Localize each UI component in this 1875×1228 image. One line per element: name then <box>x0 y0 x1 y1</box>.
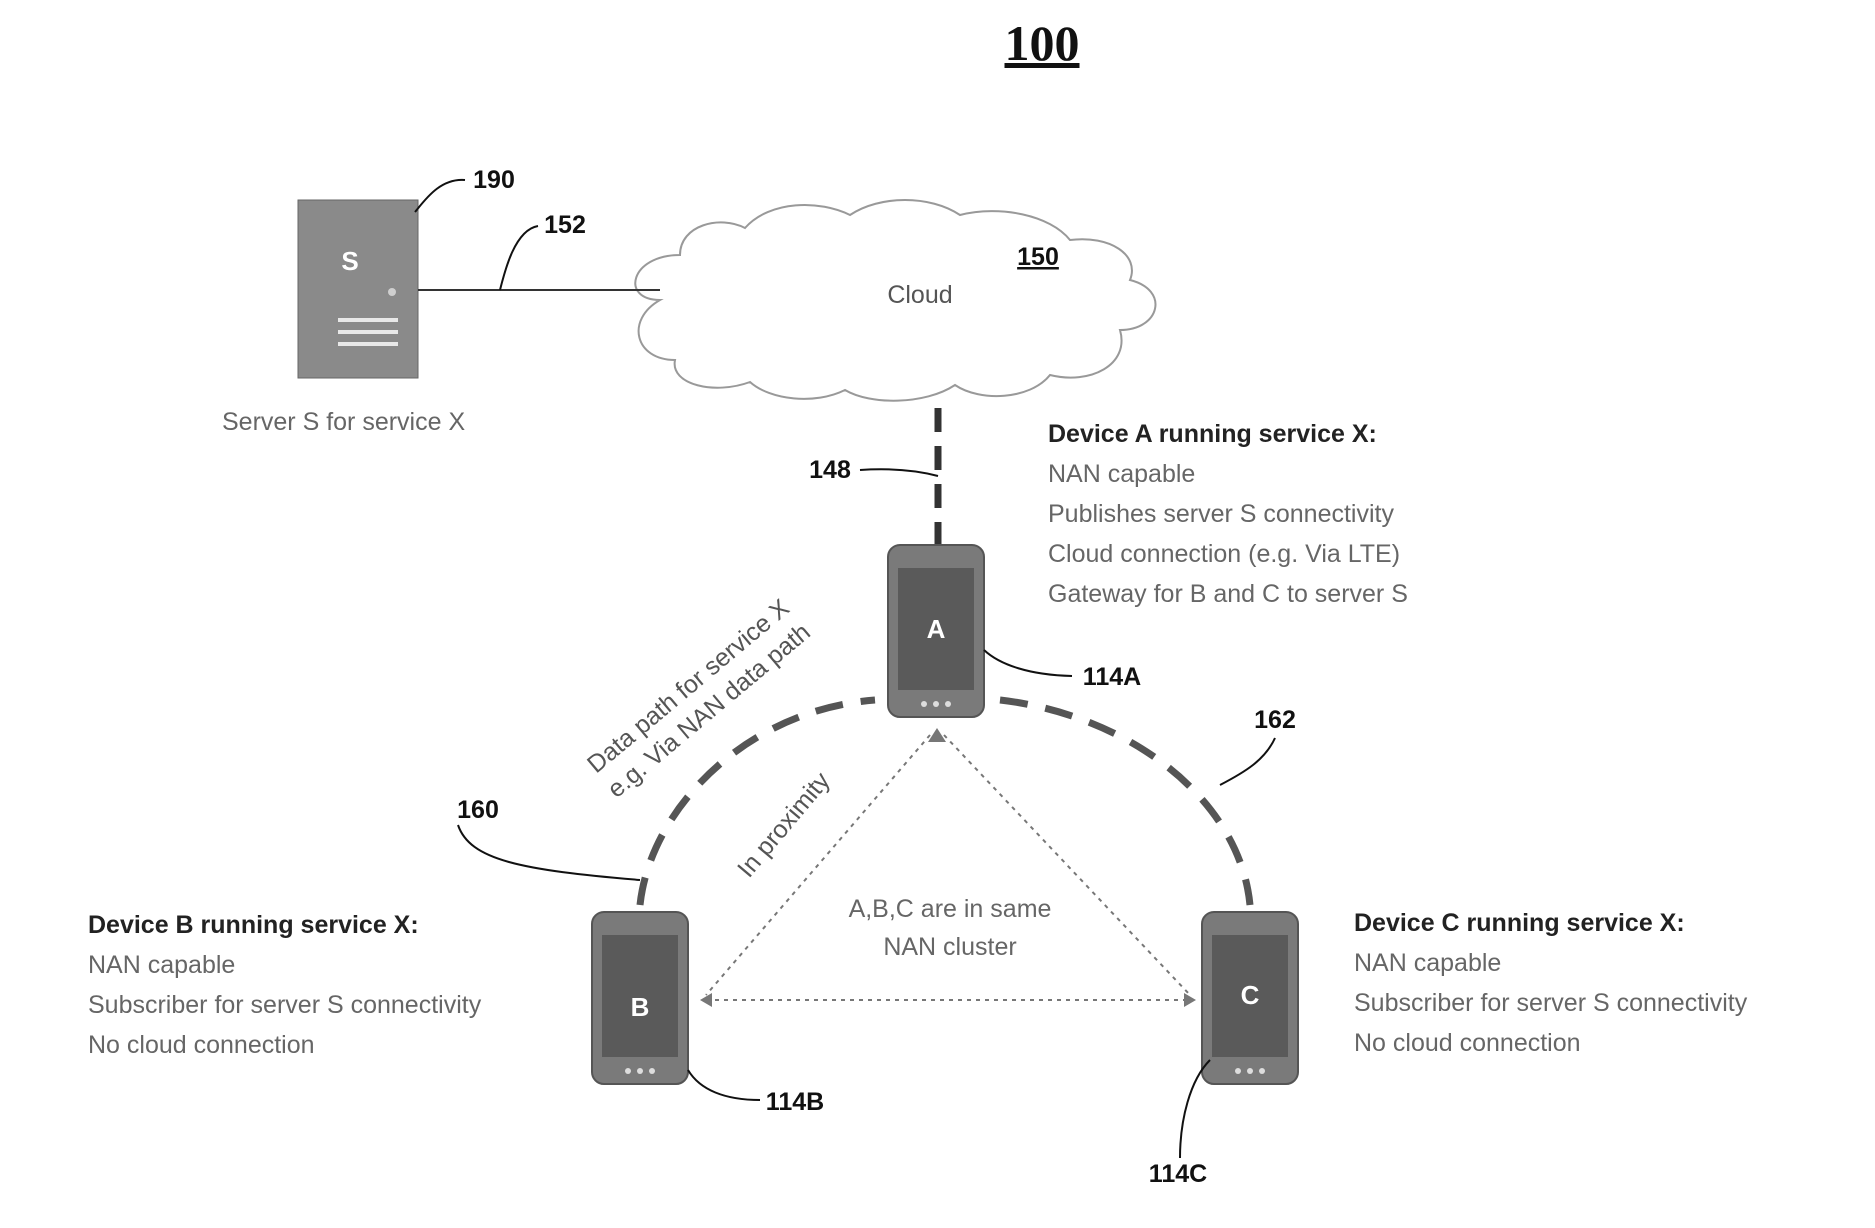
proximity-label-text: In proximity <box>732 767 836 883</box>
device-c-button-2 <box>1247 1068 1253 1074</box>
device-a-line-1: NAN capable <box>1048 460 1195 488</box>
server-ref: 190 <box>473 166 515 194</box>
device-a-line-4: Gateway for B and C to server S <box>1048 580 1408 608</box>
device-b-letter: B <box>631 992 650 1022</box>
data-path-a-c <box>1000 700 1250 905</box>
device-a-title: Device A running service X: <box>1048 420 1377 448</box>
device-b-line-3: No cloud connection <box>88 1031 315 1059</box>
device-a: A 114A <box>888 545 1141 717</box>
cloud-a-ref-leader <box>860 469 938 476</box>
device-b-ref-leader <box>688 1070 760 1100</box>
device-b-ref: 114B <box>766 1088 824 1116</box>
device-c-letter: C <box>1241 980 1260 1010</box>
cluster-label-line-1: A,B,C are in same <box>849 895 1052 923</box>
figure-number: 100 <box>1005 15 1080 71</box>
server-indicator <box>388 288 396 296</box>
device-c-button-3 <box>1259 1068 1265 1074</box>
server: S 190 Server S for service X <box>222 166 515 436</box>
device-c-button-1 <box>1235 1068 1241 1074</box>
device-b-button-1 <box>625 1068 631 1074</box>
device-b-line-2: Subscriber for server S connectivity <box>88 991 482 1019</box>
cloud-label: Cloud <box>887 281 952 309</box>
device-b-description: Device B running service X: NAN capable … <box>88 911 482 1059</box>
device-b-button-2 <box>637 1068 643 1074</box>
device-a-line-2: Publishes server S connectivity <box>1048 500 1394 528</box>
device-c-line-1: NAN capable <box>1354 949 1501 977</box>
server-ref-leader <box>415 180 465 212</box>
server-cloud-ref-leader <box>500 226 538 290</box>
proximity-arrowhead-a <box>928 728 946 742</box>
cloud-a-ref: 148 <box>809 456 851 484</box>
device-a-button-2 <box>933 701 939 707</box>
device-a-description: Device A running service X: NAN capable … <box>1048 420 1408 608</box>
device-a-button-3 <box>945 701 951 707</box>
data-path-a-c-ref: 162 <box>1254 706 1296 734</box>
data-path-b-a-ref: 160 <box>457 796 499 824</box>
server-vent-2 <box>338 330 398 334</box>
cluster-label-line-2: NAN cluster <box>883 933 1016 961</box>
data-path-b-a-ref-leader <box>458 825 640 880</box>
device-a-letter: A <box>927 614 946 644</box>
proximity-arrowhead-b <box>700 993 712 1007</box>
server-vent-1 <box>338 318 398 322</box>
device-a-ref-leader <box>984 650 1072 676</box>
device-a-line-3: Cloud connection (e.g. Via LTE) <box>1048 540 1400 568</box>
device-b-button-3 <box>649 1068 655 1074</box>
device-a-button-1 <box>921 701 927 707</box>
device-c-ref: 114C <box>1149 1160 1207 1188</box>
device-c-title: Device C running service X: <box>1354 909 1685 937</box>
data-path-a-c-ref-leader <box>1220 738 1275 785</box>
data-path-label-line-1: Data path for service X <box>582 594 795 779</box>
cloud-ref: 150 <box>1017 243 1059 271</box>
device-c-line-2: Subscriber for server S connectivity <box>1354 989 1748 1017</box>
data-path-label: Data path for service X e.g. Via NAN dat… <box>582 593 816 803</box>
device-c-description: Device C running service X: NAN capable … <box>1354 909 1748 1057</box>
device-b-title: Device B running service X: <box>88 911 419 939</box>
device-b-line-1: NAN capable <box>88 951 235 979</box>
server-caption: Server S for service X <box>222 408 465 436</box>
device-c-line-3: No cloud connection <box>1354 1029 1581 1057</box>
proximity-arrowhead-c <box>1184 993 1196 1007</box>
cloud: Cloud 150 <box>635 200 1155 401</box>
proximity-label: In proximity <box>732 767 836 883</box>
server-cloud-ref: 152 <box>544 211 586 239</box>
server-letter: S <box>341 246 358 276</box>
device-b: B 114B <box>592 912 824 1116</box>
device-c: C 114C <box>1149 912 1298 1188</box>
server-vent-3 <box>338 342 398 346</box>
device-a-ref: 114A <box>1083 663 1141 691</box>
server-box <box>298 200 418 378</box>
